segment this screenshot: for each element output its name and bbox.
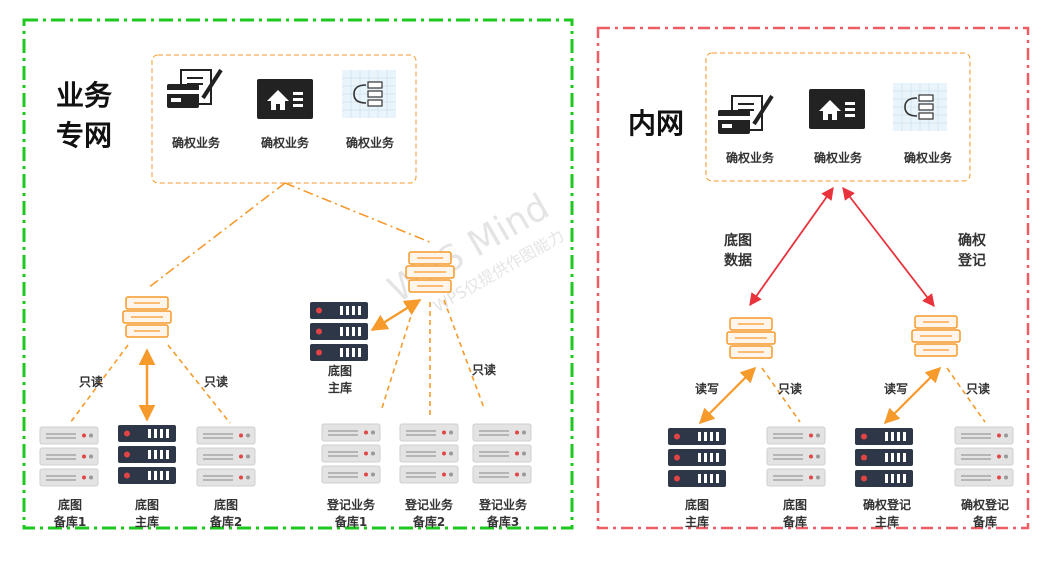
middleware-left xyxy=(122,296,172,338)
left-app-label-1: 确权业务 xyxy=(172,135,221,150)
server-registry-main xyxy=(855,428,913,487)
server-reg-backup3 xyxy=(472,423,532,484)
left-zone-title-line2: 专网 xyxy=(56,119,112,152)
server-label-sub-5: 备库1 xyxy=(334,514,367,529)
right-app-label-3: 确权业务 xyxy=(904,150,953,165)
arrow-apps-to-basemap xyxy=(749,186,834,307)
left-app-label-3: 确权业务 xyxy=(346,135,395,150)
arrow-mw-basemap-main xyxy=(370,298,422,332)
left-app-label-2: 确权业务 xyxy=(261,135,310,150)
readonly-label-registry: 只读 xyxy=(966,381,990,396)
server-label-name-1: 底图 xyxy=(58,497,82,512)
id-card-edit-icon xyxy=(165,68,223,110)
server-label-name-5: 登记业务 xyxy=(326,497,376,512)
edge-label-registry-line1: 确权 xyxy=(958,232,987,249)
left-zone-border xyxy=(22,18,574,530)
left-zone-title-line1: 业务 xyxy=(56,79,112,112)
readonly-label-left: 只读 xyxy=(79,374,103,389)
inner-server-name-2: 底图 xyxy=(783,497,807,512)
server-basemap-backup2 xyxy=(196,426,256,487)
home-app-icon xyxy=(809,89,865,129)
server-label-name-2: 底图 xyxy=(135,497,159,512)
inner-server-name-3: 确权登记 xyxy=(863,497,911,512)
server-registry-backup xyxy=(954,426,1014,487)
server-label-sub-2: 主库 xyxy=(135,514,159,529)
workflow-icon xyxy=(341,69,397,119)
edge-label-basemap-line1: 底图 xyxy=(724,232,752,249)
arrow-registry-readwrite xyxy=(883,366,942,425)
inner-server-sub-3: 主库 xyxy=(875,514,899,529)
inner-server-sub-2: 备库 xyxy=(782,514,807,529)
inner-server-sub-4: 备库 xyxy=(972,514,997,529)
connector-registry-readonly xyxy=(946,367,986,423)
readonly-label-right: 只读 xyxy=(204,374,228,389)
workflow-icon xyxy=(892,82,948,132)
server-basemap-main-inner xyxy=(668,428,726,487)
middleware-right xyxy=(405,251,455,293)
readonly-label-reg: 只读 xyxy=(472,362,496,377)
server-label-name-6: 登记业务 xyxy=(404,497,454,512)
server-label-sub-1: 备库1 xyxy=(53,514,86,529)
right-app-label-2: 确权业务 xyxy=(814,150,863,165)
arrow-apps-to-registry xyxy=(842,187,935,307)
server-basemap-backup-inner xyxy=(766,426,826,487)
server-label-name-7: 登记业务 xyxy=(478,497,528,512)
arrow-basemap-readwrite xyxy=(698,366,757,425)
left-zone: 业务 专网 确权业务 确权业务 确权业务 只读 只读 只读 xyxy=(22,18,574,530)
server-label-sub-6: 备库2 xyxy=(412,514,445,529)
middleware-registry xyxy=(911,315,961,357)
connector-mw-to-reg1 xyxy=(381,299,417,409)
inner-server-sub-1: 主库 xyxy=(685,514,709,529)
connector-apps-to-mw-left xyxy=(147,182,286,289)
connector-mw-to-reg3 xyxy=(443,299,485,409)
readwrite-label-basemap: 读写 xyxy=(695,381,719,396)
connector-mw-to-backup1 xyxy=(69,344,129,424)
right-app-label-1: 确权业务 xyxy=(726,150,775,165)
server-label-sub-7: 备库3 xyxy=(486,514,519,529)
server-basemap-main xyxy=(118,425,176,484)
server-basemap-backup1 xyxy=(39,426,99,487)
middleware-basemap xyxy=(726,317,776,359)
server-label-name-4: 底图 xyxy=(328,363,352,378)
connector-mw-to-backup2 xyxy=(167,344,231,424)
connector-basemap-readonly xyxy=(761,367,801,423)
readonly-label-basemap: 只读 xyxy=(778,381,802,396)
server-label-sub-3: 备库2 xyxy=(209,514,242,529)
inner-server-name-1: 底图 xyxy=(685,497,709,512)
readwrite-label-registry: 读写 xyxy=(884,381,908,396)
server-label-name-3: 底图 xyxy=(214,497,238,512)
server-reg-backup2 xyxy=(399,423,459,484)
right-zone-title: 内网 xyxy=(628,107,684,140)
edge-label-registry-line2: 登记 xyxy=(957,252,986,269)
connector-apps-to-mw-right xyxy=(284,182,433,244)
edge-label-basemap-line2: 数据 xyxy=(724,252,752,269)
right-zone: 内网 确权业务 确权业务 确权业务 底图 数据 确权 登记 读写 只读 读写 只… xyxy=(596,26,1030,530)
id-card-edit-icon xyxy=(716,94,774,136)
server-reg-backup1 xyxy=(321,423,381,484)
right-zone-border xyxy=(596,26,1030,530)
home-app-icon xyxy=(257,79,313,119)
right-app-group xyxy=(705,52,971,182)
server-basemap-main-upper xyxy=(310,302,368,361)
inner-server-name-4: 确权登记 xyxy=(961,497,1009,512)
server-label-sub-4: 主库 xyxy=(328,380,352,395)
